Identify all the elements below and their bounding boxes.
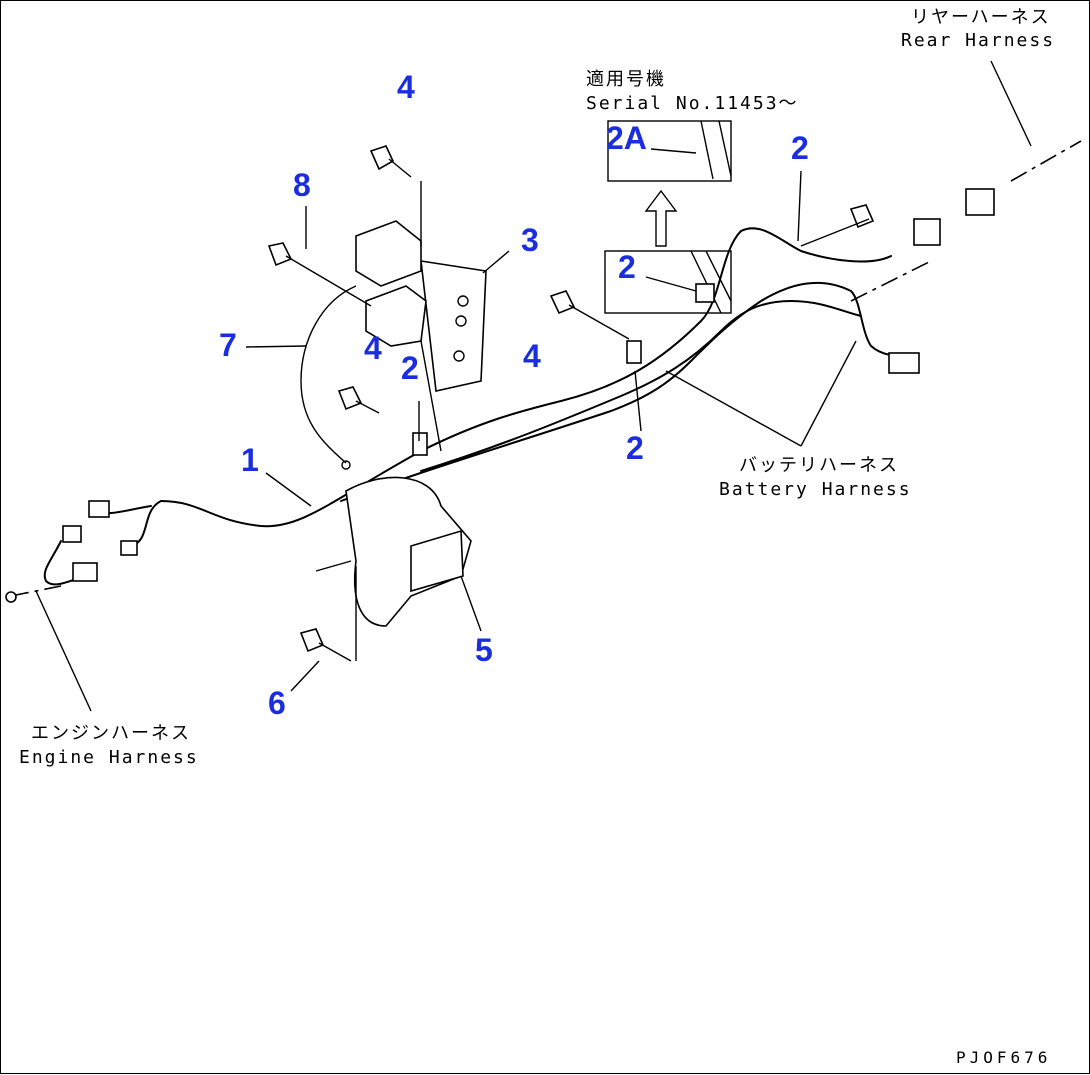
bracket-plate <box>420 260 487 392</box>
note-rear-jp: リヤーハーネス <box>911 7 1051 28</box>
rear-harness-dash <box>1010 140 1082 182</box>
note-serial-jp: 適用号機 <box>586 69 666 90</box>
leader-2-right <box>634 370 642 432</box>
connector-c <box>62 525 82 543</box>
detail-wire-2 <box>690 250 732 314</box>
battery-connector <box>888 352 920 374</box>
battery-harness-dash <box>850 260 932 302</box>
drawing-code: PJOF676 <box>956 1048 1051 1067</box>
bracket-leg <box>420 340 442 452</box>
callout-2a: 2A <box>606 120 647 156</box>
detail-box-2a <box>607 120 732 182</box>
clamp-mid <box>412 432 428 456</box>
component-5-plate <box>410 529 464 593</box>
note-engine-en: Engine Harness <box>19 747 199 768</box>
note-rear-en: Rear Harness <box>901 30 1055 51</box>
callout-3: 3 <box>521 222 539 258</box>
main-harness-wire <box>160 227 892 528</box>
callout-2-rear: 2 <box>791 130 809 166</box>
arrow-up <box>644 189 678 247</box>
leader-3 <box>482 250 510 274</box>
clamp-right <box>626 340 642 364</box>
callout-4-right: 4 <box>523 338 541 374</box>
bolt-4-right <box>549 290 630 340</box>
callout-2-mid: 2 <box>401 350 419 386</box>
callout-2-right: 2 <box>626 430 644 466</box>
bolt-4-top <box>369 145 412 178</box>
callout-4-top: 4 <box>397 69 415 105</box>
bracket-hole-3 <box>453 350 465 362</box>
bolt-4-mid <box>337 386 380 414</box>
leader-2a <box>650 148 697 154</box>
leader-1 <box>265 472 312 507</box>
leader-5 <box>460 575 482 632</box>
callout-2-box: 2 <box>618 249 636 285</box>
leader-2-rear <box>797 170 802 242</box>
bolt-6 <box>299 628 352 662</box>
bracket-hole-2 <box>455 315 467 327</box>
callout-8: 8 <box>293 167 311 203</box>
detail-box-2 <box>604 250 732 314</box>
component-5-shaft <box>315 560 352 572</box>
ground-terminal <box>341 460 351 470</box>
bolt-2-rear <box>800 204 875 247</box>
note-engine-jp: エンジンハーネス <box>31 723 191 744</box>
note-battery-en: Battery Harness <box>719 479 912 500</box>
leader-battery-b <box>800 340 857 447</box>
note-serial-en: Serial No.11453〜 <box>586 93 799 114</box>
leader-2-box <box>645 276 697 292</box>
leader-engine <box>35 590 92 712</box>
leader-6 <box>290 660 320 692</box>
ground-wire-7 <box>300 285 357 464</box>
battery-harness-wire <box>340 281 902 502</box>
callout-6: 6 <box>268 685 286 721</box>
callout-5: 5 <box>475 632 493 668</box>
callout-1: 1 <box>241 442 259 478</box>
rear-connector-2 <box>913 218 941 246</box>
bolt-8 <box>267 242 372 307</box>
relay-body <box>355 220 422 287</box>
detail-wire-2a <box>700 120 732 180</box>
leader-battery-a <box>665 370 802 447</box>
leader-rear <box>990 60 1032 147</box>
callout-7: 7 <box>219 327 237 363</box>
connector-end <box>5 591 17 603</box>
detail-clamp <box>695 283 715 303</box>
connector-d <box>72 562 98 582</box>
connector-b <box>120 540 138 556</box>
bracket-hole <box>457 295 469 307</box>
rear-connector <box>965 188 995 216</box>
leader-7 <box>245 345 307 348</box>
main-harness-wire-outer <box>420 300 862 472</box>
connector-a <box>88 500 110 518</box>
note-battery-jp: バッテリハーネス <box>739 455 899 476</box>
callout-4-mid: 4 <box>364 330 382 366</box>
